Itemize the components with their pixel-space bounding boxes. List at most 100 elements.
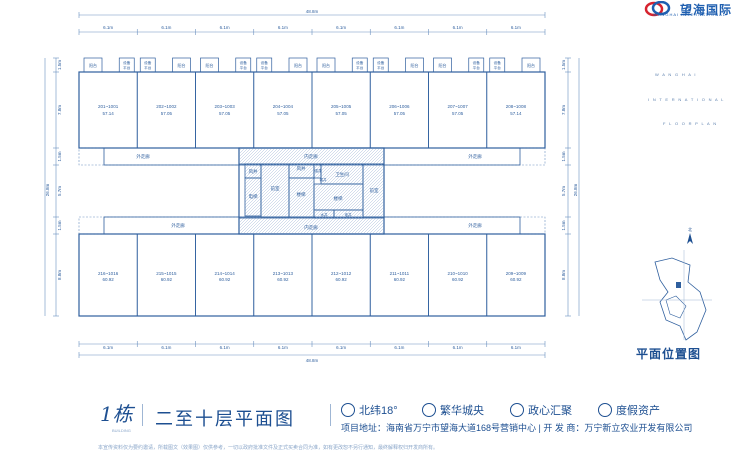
unit-code: 212~1012 [331,271,352,276]
project-address: 项目地址：海南省万宁市望海大道168号营销中心 | 开 发 商：万宁新立农业开发… [341,423,693,433]
unit-top [486,71,546,149]
fan-shaft-label-left: 风井 [249,168,258,175]
dim-bay-top: 6.1m [511,25,521,30]
unit-top [253,71,313,149]
unit-top [311,71,371,149]
brand-name: 望海国际 [679,2,732,17]
stair-label-left: 楼梯 [297,191,306,198]
balcony [433,57,452,73]
dim-row-right: 8.8m [561,270,566,280]
unit-code: 206~1006 [389,104,410,109]
unit-top [78,71,138,149]
balcony-label: 阳台 [322,62,330,68]
brand-logo-icon [644,0,674,17]
dim-total-width-bottom: 48.8m [306,358,319,363]
unit-top [136,71,196,149]
dim-row-left: 1.5m [57,151,62,161]
balcony [172,57,191,73]
equipment-label: 设备 [261,60,269,65]
side-text-3: F L O O R P L A N [663,121,718,126]
equipment-label: 设备 [356,60,364,65]
unit-top [428,71,488,149]
unit-code: 211~1011 [390,271,410,276]
dim-row-left: 1.5m [57,220,62,230]
dim-bay-top: 6.1m [161,25,171,30]
unit-area: 57.14 [102,111,114,116]
disclaimer: 本宣传资料仅为要约邀请，所载图文（效果图）仅供参考，一切以政府批准文件及正式买卖… [98,445,439,451]
outer-corridor-label-bottom-left: 外走廊 [171,222,185,229]
unit-area: 57.05 [161,111,173,116]
dim-bay-bottom: 6.1m [511,345,521,350]
balcony-label: 阳台 [294,62,302,68]
feature-city-text: 繁华城央 [440,405,484,417]
dim-bay-bottom: 6.1m [453,345,463,350]
stair-label-right: 楼梯 [334,195,343,202]
balcony [288,57,308,73]
footer-divider-1 [142,404,143,426]
unit-top [195,71,255,149]
north-arrow-icon [687,233,693,244]
floor-title: 二至十层平面图 [155,409,295,429]
strong-shaft-label: 强井 [315,168,323,173]
unit-code: 203~1003 [215,104,236,109]
inner-corridor-label-top: 内走廊 [304,153,318,160]
dim-bay-top: 6.1m [278,25,288,30]
unit-code: 204~1004 [273,104,294,109]
dim-bay-bottom: 6.1m [161,345,171,350]
equipment-platform [468,57,485,73]
balcony-label: 阳台 [178,62,186,68]
dim-row-left: 8.8m [57,270,62,280]
side-text-1: W A N G H A I [655,72,697,77]
unit-code: 216~1016 [98,271,119,276]
unit-top [369,71,429,149]
unit-code: 209~1009 [506,271,527,276]
feature-government: 政心汇聚 [510,402,572,418]
floor-plan: 6.1m 6.1m 6.1m 6.1m 6.1m 6.1m 6.1m 6.1m 6.1m 6.1m… [44,9,712,363]
dim-bay-bottom: 6.1m [103,345,113,350]
balcony-label: 阳台 [411,62,419,68]
unit-area: 57.05 [335,111,347,116]
fan-shaft-label-mid: 风井 [297,165,306,172]
dim-total-depth-left: 26.8m [45,183,50,196]
outer-corridor-label-bottom-right: 外走廊 [468,222,482,229]
dim-bay-bottom: 6.1m [336,345,346,350]
balcony [200,57,219,73]
unit-area: 57.05 [452,111,464,116]
building-number: 1栋 [100,402,133,426]
balcony-label: 阳台 [206,62,214,68]
equipment-label: 设备 [123,60,131,65]
unit-bottom [486,233,546,317]
dim-bay-top: 6.1m [394,25,404,30]
dim-row-right: 5.7m [561,186,566,196]
unit-code: 207~1007 [448,104,469,109]
equipment-label: 设备 [240,60,248,65]
unit-area: 57.14 [510,111,522,116]
feature-city: 繁华城央 [422,402,484,418]
unit-code: 210~1010 [448,271,469,276]
inner-corridor-label-bottom: 内走廊 [304,224,318,231]
dim-row-left: 5.7m [57,186,62,196]
brand-name-en: WANGHAI INTERNATIONAL [653,12,726,17]
unit-area: 60.92 [335,277,347,282]
equipment-label: 设备 [494,60,502,65]
site-map-title: 平面位置图 [636,347,702,361]
side-text-2: I N T E R N A T I O N A L [648,97,725,102]
unit-area: 60.92 [510,277,522,282]
unit-area: 57.05 [277,111,289,116]
feature-resort: 度假资产 [598,402,660,418]
platform-label: 平台 [261,65,269,70]
equipment-label: 设备 [144,60,152,65]
balcony [521,57,541,73]
dim-total-width-top: 48.8m [306,9,319,14]
north-label: 北 [688,226,692,232]
equipment-platform [489,57,506,73]
platform-label: 平台 [494,65,502,70]
equipment-label: 设备 [377,60,385,65]
unit-area: 60.92 [452,277,464,282]
weak-shaft-label: 弱井 [320,177,328,182]
dim-row-right: 1.5m [561,60,566,70]
feature-latitude: 北纬18° [341,402,398,418]
dim-bay-top: 6.1m [220,25,230,30]
elec-shaft-label: 电井 [345,212,353,217]
dim-bay-bottom: 6.1m [220,345,230,350]
